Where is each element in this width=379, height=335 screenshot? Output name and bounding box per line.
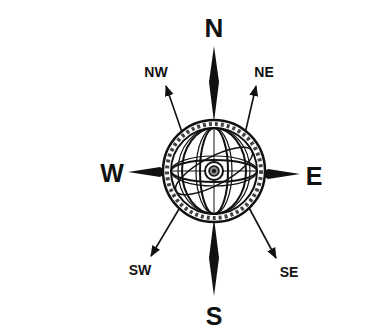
direction-label: E — [306, 164, 323, 189]
direction-label: SW — [129, 263, 152, 277]
direction-label: NW — [144, 65, 167, 79]
direction-label: SE — [280, 265, 299, 279]
direction-label: N — [205, 15, 224, 41]
cardinal-arrows — [128, 46, 300, 296]
direction-label: S — [206, 304, 223, 329]
armillary-sphere — [163, 120, 265, 222]
direction-label: NE — [254, 65, 273, 79]
direction-label: W — [100, 161, 124, 186]
